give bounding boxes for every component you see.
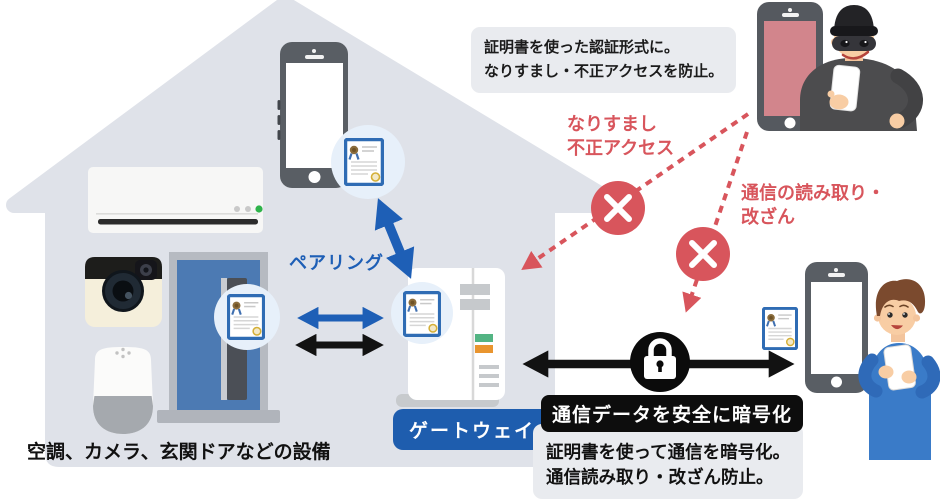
attacker-burglar	[757, 2, 923, 131]
user-certificate-icon	[762, 307, 798, 350]
resident-user	[762, 262, 940, 460]
auth-note-box: 証明書を使った認証形式に。 なりすまし・不正アクセスを防止。	[471, 27, 737, 93]
pairing-label: ペアリング	[289, 253, 384, 273]
door-certificate-icon	[214, 284, 280, 350]
air-conditioner-icon	[88, 167, 263, 233]
phone-certificate-icon	[331, 125, 405, 199]
smart-speaker-icon	[93, 347, 153, 434]
auth-note-line1: 証明書を使った認証形式に。	[484, 39, 680, 56]
encryption-badge: 通信データを安全に暗号化	[541, 395, 804, 432]
spoofing-threat-line1: なりすまし	[567, 114, 657, 134]
smartphone-icon	[277, 42, 348, 188]
padlock-icon	[630, 332, 690, 392]
x-mark-icon-2	[676, 227, 730, 281]
interception-threat-line2: 改ざん	[741, 207, 795, 228]
gateway-certificate-icon	[391, 282, 453, 344]
device-pairing-arrows	[295, 306, 384, 357]
red-dashed-arrow-interception	[682, 131, 749, 313]
interception-threat-line1: 通信の読み取り・	[741, 183, 885, 203]
encryption-note-line2: 通信読み取り・改ざん防止。	[546, 466, 774, 487]
blue-double-arrow-icon	[374, 198, 415, 279]
encryption-note-line1: 証明書を使って通信を暗号化。	[546, 442, 791, 462]
devices-caption: 空調、カメラ、玄関ドアなどの設備	[27, 442, 331, 463]
spoofing-threat-line2: 不正アクセス	[567, 138, 675, 159]
camera-icon	[85, 257, 162, 327]
spoofing-threat-label: なりすまし 不正アクセス	[567, 112, 674, 161]
gateway-label: ゲートウェイ	[393, 409, 552, 450]
encryption-note-box: 証明書を使って通信を暗号化。 通信読み取り・改ざん防止。	[533, 424, 804, 499]
x-mark-icon	[591, 181, 645, 235]
interception-threat-label: 通信の読み取り・ 改ざん	[741, 181, 885, 230]
auth-note-line2: なりすまし・不正アクセスを防止。	[484, 63, 724, 80]
